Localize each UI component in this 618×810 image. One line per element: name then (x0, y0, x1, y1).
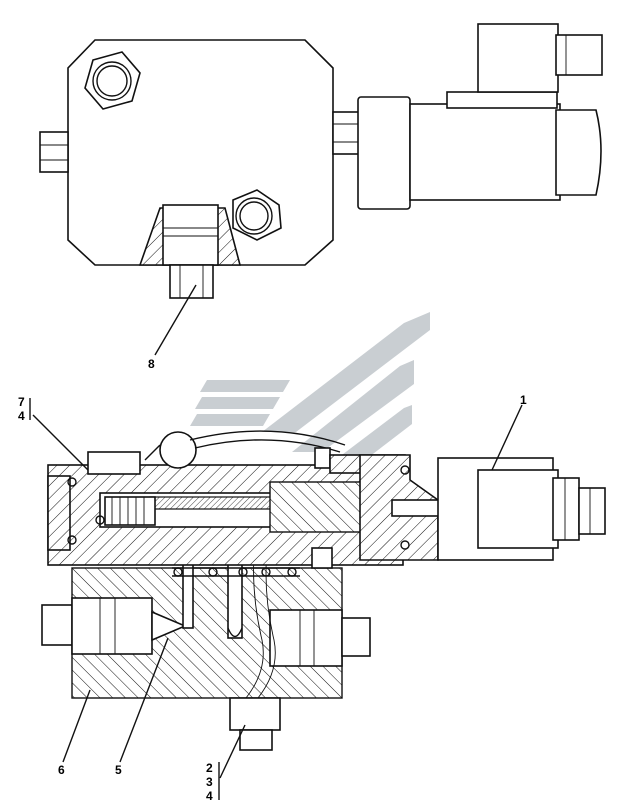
top-view (39, 23, 603, 299)
callout-8: 8 (148, 357, 155, 371)
callout-7: 7 (18, 395, 25, 409)
callout-6: 6 (58, 763, 65, 777)
callout-4-upper: 4 (18, 409, 25, 423)
hex-plug-top-left (84, 51, 141, 110)
watermark-logo (190, 312, 430, 470)
section-view (41, 430, 606, 751)
leader-lines (29, 284, 523, 800)
solenoid-coil-1 (437, 457, 606, 561)
left-port-stub (39, 131, 69, 173)
ball-7 (159, 431, 197, 469)
callout-4-lower: 4 (206, 789, 213, 803)
callout-1: 1 (520, 393, 527, 407)
hex-plug-lower (232, 189, 282, 241)
callout-2: 2 (206, 761, 213, 775)
solenoid-top (332, 23, 603, 210)
callout-3: 3 (206, 775, 213, 789)
base-left-plug (41, 604, 73, 646)
callout-5: 5 (115, 763, 122, 777)
bottom-port (229, 697, 281, 731)
top-cap (87, 451, 141, 475)
port-fitting (162, 204, 219, 266)
